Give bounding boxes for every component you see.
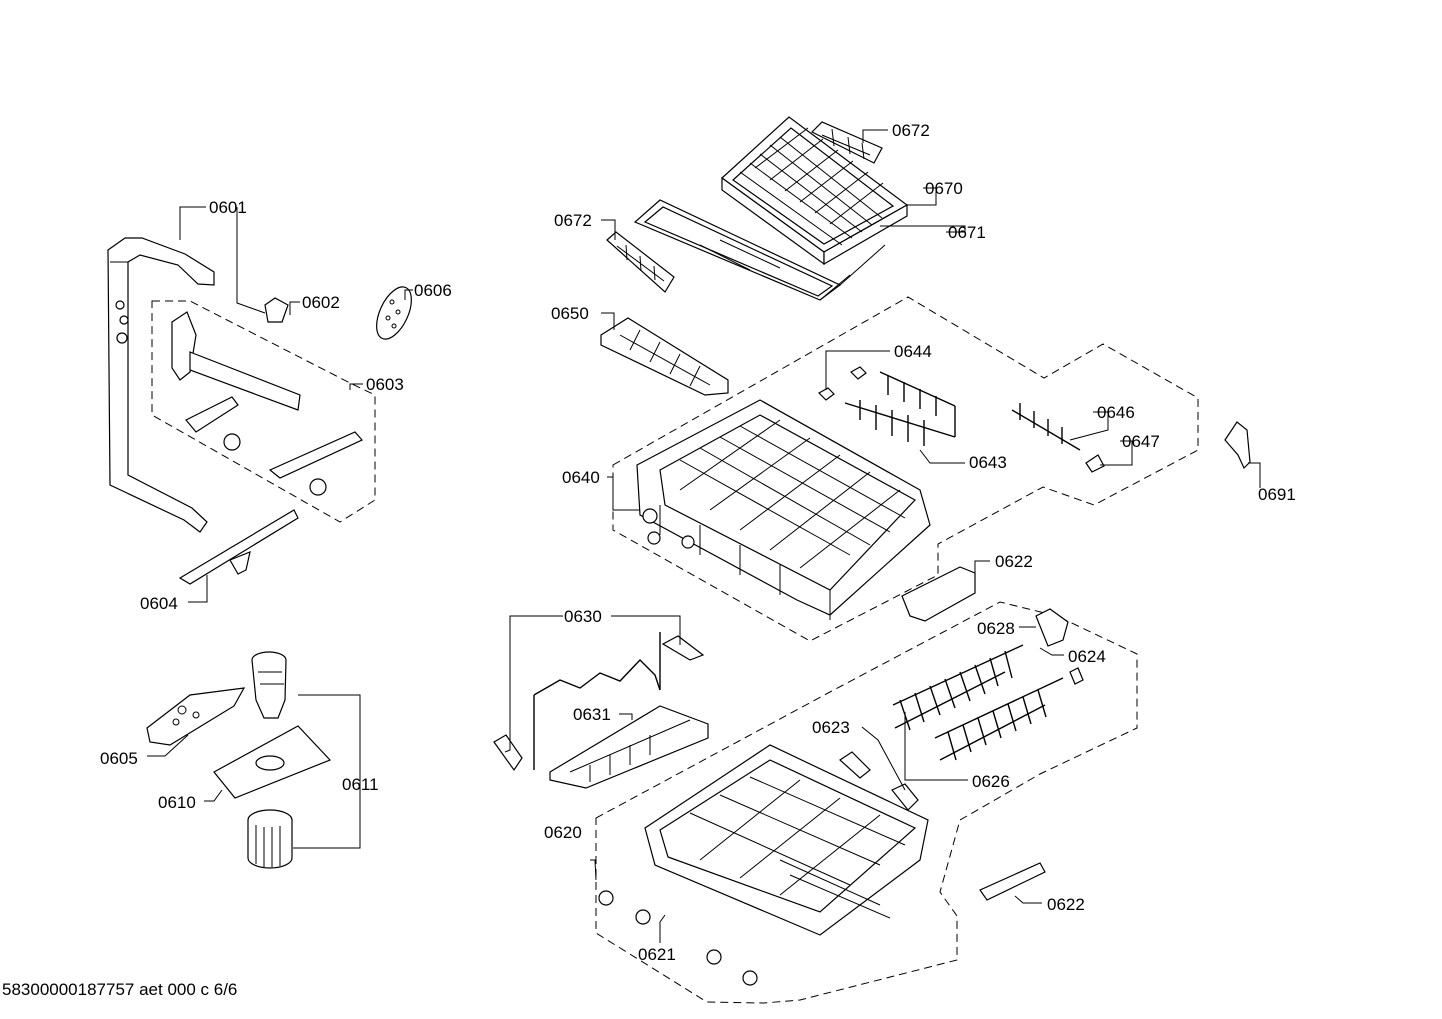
part-label-0644: 0644: [894, 342, 932, 361]
upper-basket-drawing: [600, 296, 1251, 642]
part-label-0606: 0606: [414, 281, 452, 300]
part-label-0604: 0604: [140, 594, 178, 613]
lower-basket-drawing: [493, 566, 1138, 1004]
part-label-0640: 0640: [562, 468, 600, 487]
part-label-0671: 0671: [948, 223, 986, 242]
part-label-0605: 0605: [100, 749, 138, 768]
part-label-0624: 0624: [1068, 647, 1106, 666]
part-label-0670: 0670: [925, 179, 963, 198]
document-code-footer: 58300000187757 aet 000 c 6/6: [2, 980, 238, 999]
leader-lines: [147, 129, 1261, 943]
part-label-0602: 0602: [302, 293, 340, 312]
part-label-0646: 0646: [1097, 403, 1135, 422]
part-label-0647: 0647: [1122, 432, 1160, 451]
part-label-0672-top: 0672: [892, 121, 930, 140]
part-label-0623: 0623: [812, 718, 850, 737]
part-label-0611: 0611: [342, 775, 379, 794]
part-label-0630: 0630: [564, 607, 602, 626]
spray-arm-drawing: [107, 237, 412, 585]
part-label-0628: 0628: [977, 619, 1015, 638]
part-label-0621: 0621: [638, 945, 676, 964]
part-label-0601: 0601: [209, 198, 247, 217]
part-label-0620: 0620: [544, 823, 582, 842]
part-label-0672-left: 0672: [554, 211, 592, 230]
part-label-0603: 0603: [366, 375, 404, 394]
part-label-0631: 0631: [573, 705, 611, 724]
filter-drawing: [146, 651, 332, 869]
part-label-0626: 0626: [972, 772, 1010, 791]
part-labels: 0672 0670 0672 0671 0601 0602 0606 0603 …: [100, 121, 1296, 964]
part-label-0643: 0643: [969, 453, 1007, 472]
part-label-0622-lower: 0622: [1047, 895, 1085, 914]
part-label-0610: 0610: [158, 793, 196, 812]
part-label-0650: 0650: [551, 304, 589, 323]
cutlery-tray-drawing: [606, 116, 909, 301]
part-label-0622-upper: 0622: [995, 552, 1033, 571]
part-label-0691: 0691: [1258, 485, 1296, 504]
